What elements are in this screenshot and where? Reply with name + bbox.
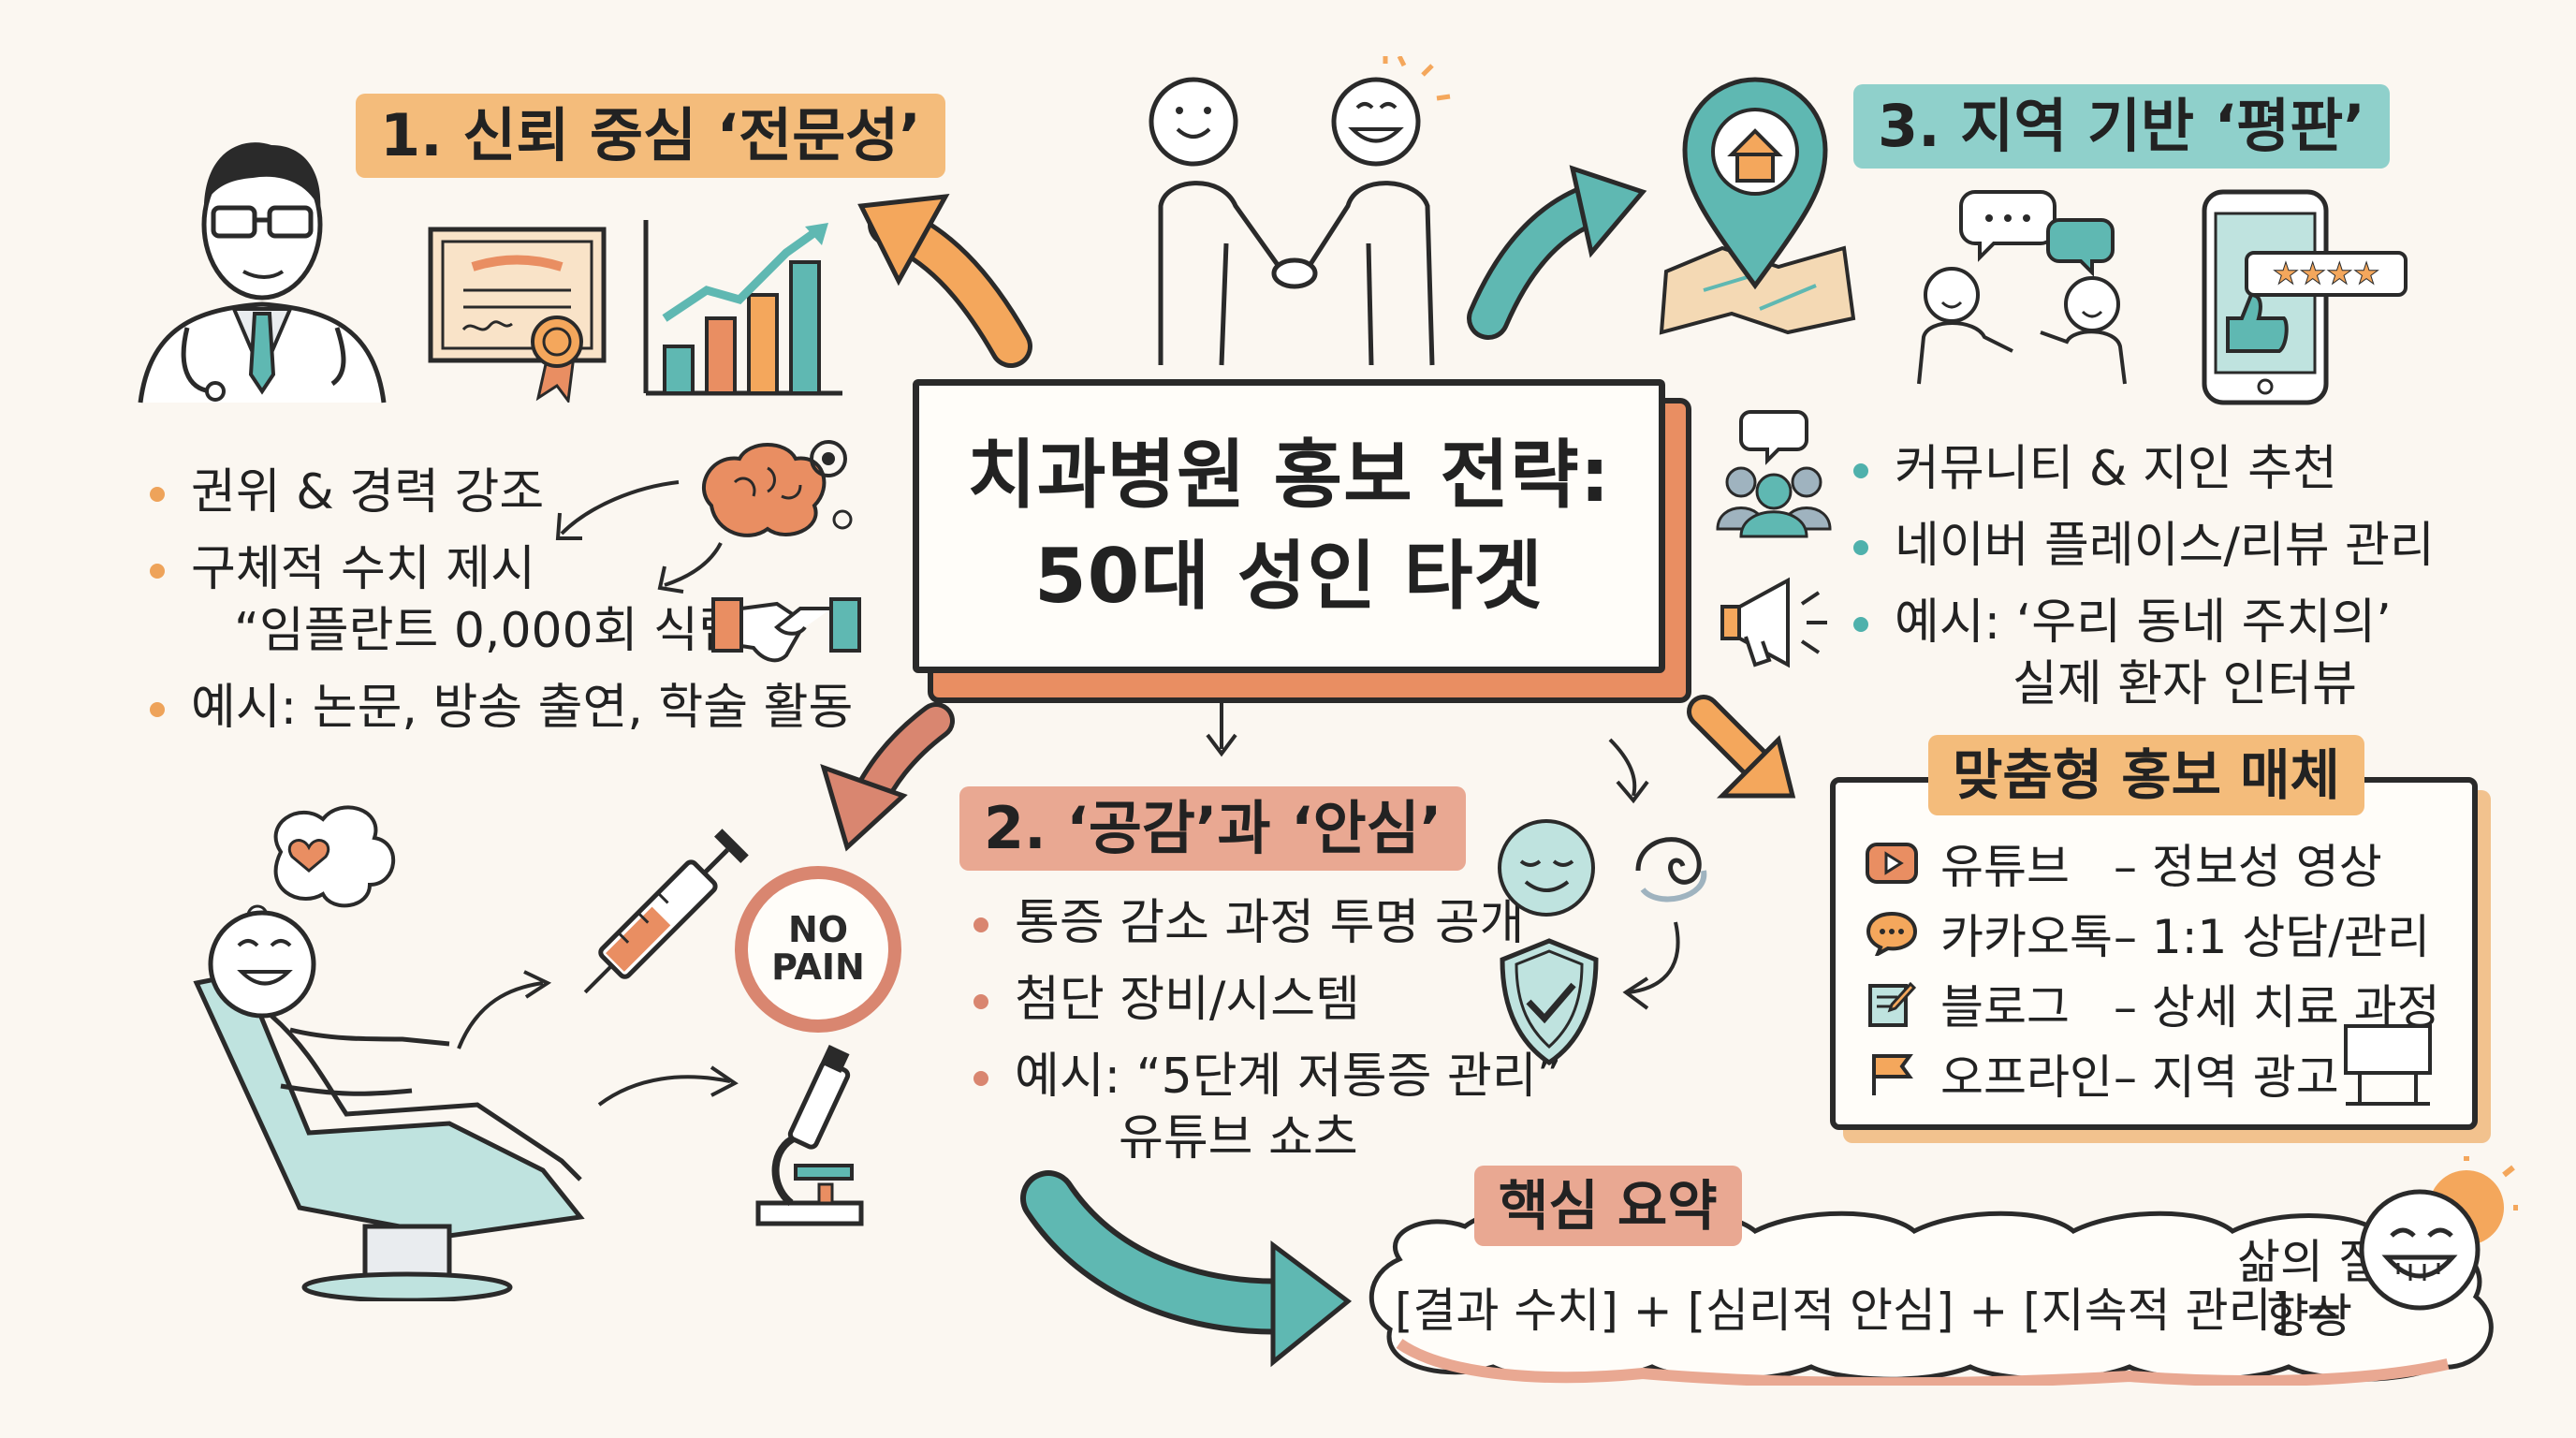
section1-bullet: 권위 & 경력 강조: [150, 468, 853, 517]
media-title: 맞춤형 홍보 매체: [1928, 735, 2364, 815]
section2-bullet: 통증 감소 과정 투명 공개: [973, 899, 1562, 947]
phone-review-icon: ★★★★: [2202, 189, 2408, 405]
no-pain-badge: NO PAIN: [735, 866, 901, 1033]
flag-icon: [1864, 1050, 1920, 1097]
summary-result-line1: 삶의 질: [2237, 1235, 2381, 1289]
happy-face-icon: [2359, 1156, 2518, 1311]
summary-result: 삶의 질 향상: [2237, 1235, 2381, 1343]
summary-cloud: [1368, 1207, 2494, 1386]
media-item-desc: – 1:1 상담/관리: [2114, 910, 2431, 964]
section2-bullet: 첨단 장비/시스템: [973, 976, 1562, 1024]
section2-title: 2. ‘공감’과 ‘안심’: [959, 786, 1467, 871]
section2-bullets: 통증 감소 과정 투명 공개 첨단 장비/시스템 예시: “5단계 저통증 관리…: [973, 899, 1562, 1191]
growth-chart-icon: [643, 220, 842, 396]
billboard-icon: [2344, 1024, 2432, 1106]
section1-quote: “임플란트 0,000회 식립”: [234, 603, 768, 659]
section3-example-sub: 실제 환자 인터뷰: [2012, 656, 2357, 712]
blog-icon: [1864, 980, 1920, 1027]
certificate-icon: [428, 227, 607, 403]
community-icon: [1716, 410, 1832, 538]
section3-title: 3. 지역 기반 ‘평판’: [1853, 84, 2390, 169]
youtube-icon: [1864, 840, 1920, 887]
no-pain-text-2: PAIN: [771, 946, 865, 988]
syringe-icon: [583, 829, 749, 994]
media-item-name: 오프라인: [1940, 1050, 2113, 1105]
map-pin-icon: [1659, 77, 1856, 335]
patient-chair-icon: [193, 805, 585, 1301]
summary-result-line2: 향상: [2265, 1288, 2352, 1343]
summary-title: 핵심 요약: [1474, 1166, 1742, 1246]
section1-example: 예시: 논문, 방송 출연, 학술 활동: [150, 683, 853, 732]
section1-bullet: 구체적 수치 제시: [150, 545, 853, 594]
media-item-desc: – 지역 광고: [2114, 1050, 2339, 1105]
section1-title: 1. 신뢰 중심 ‘전문성’: [356, 94, 945, 178]
microscope-icon: [755, 1044, 864, 1226]
kakaotalk-icon: [1864, 910, 1920, 957]
chat-people-icon: [1917, 190, 2127, 385]
brain-gear-icon: [701, 440, 853, 537]
handshake-people-icon: [1149, 56, 1451, 366]
no-pain-text-1: NO: [787, 909, 849, 951]
media-item-blog: 블로그 – 상세 치료 과정: [1864, 970, 2440, 1037]
review-stars: ★★★★: [2273, 256, 2380, 291]
section3-bullet: 네이버 플레이스/리뷰 관리: [1853, 521, 2435, 570]
media-item-name: 유튜브: [1940, 840, 2070, 894]
section3-example: 예시: ‘우리 동네 주치의’: [1853, 598, 2435, 647]
handshake-icon: [711, 597, 861, 663]
summary-formula: [결과 수치] + [심리적 안심] + [지속적 관리] =: [1395, 1284, 2344, 1338]
swirl-icon: [1635, 837, 1707, 902]
media-item-desc: – 정보성 영상: [2114, 840, 2382, 894]
media-item-youtube: 유튜브 – 정보성 영상: [1864, 829, 2382, 897]
media-item-name: 카카오톡: [1940, 910, 2113, 964]
section2-example-sub: 유튜브 쇼츠: [1119, 1110, 1358, 1167]
media-item-offline: 오프라인 – 지역 광고: [1864, 1040, 2339, 1108]
calm-face-icon: [1498, 819, 1595, 917]
media-box: 유튜브 – 정보성 영상 카카오톡 – 1:1 상담/관리 블로그 – 상세 치…: [1830, 777, 2478, 1130]
section3-bullets: 커뮤니티 & 지인 추천 네이버 플레이스/리뷰 관리 예시: ‘우리 동네 주…: [1853, 445, 2435, 737]
megaphone-icon: [1720, 577, 1827, 668]
shield-check-icon: [1500, 938, 1599, 1066]
center-title-box: 치과병원 홍보 전략: 50대 성인 타겟: [913, 379, 1665, 673]
media-item-name: 블로그: [1940, 980, 2070, 1034]
section1-bullets: 권위 & 경력 강조 구체적 수치 제시 “임플란트 0,000회 식립” 예시…: [150, 468, 853, 760]
center-title-line1: 치과병원 홍보 전략:: [967, 432, 1611, 519]
center-title-line2: 50대 성인 타겟: [1033, 533, 1544, 620]
media-item-kakaotalk: 카카오톡 – 1:1 상담/관리: [1864, 900, 2430, 967]
section2-example: 예시: “5단계 저통증 관리”: [973, 1052, 1562, 1101]
section3-bullet: 커뮤니티 & 지인 추천: [1853, 445, 2435, 493]
doctor-icon: [138, 142, 387, 404]
